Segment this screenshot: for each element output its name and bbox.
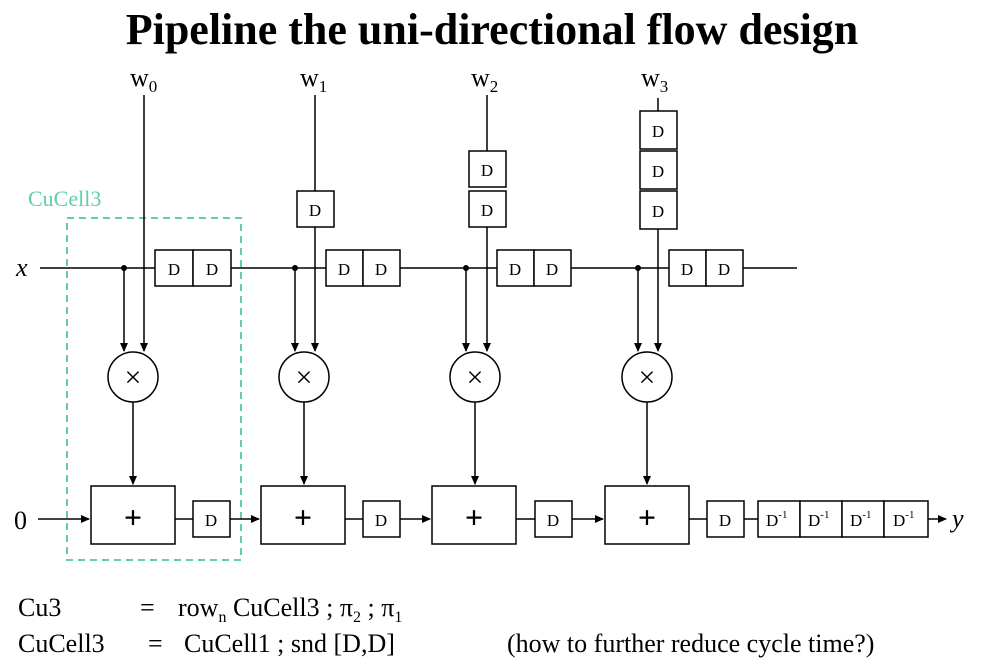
svg-text:D: D bbox=[509, 260, 521, 279]
sum-delay-3-label: D bbox=[719, 511, 731, 530]
svg-text:+: + bbox=[465, 499, 483, 535]
svg-text:D: D bbox=[652, 162, 664, 181]
svg-text:D: D bbox=[481, 201, 493, 220]
weight-3-delays: D D D bbox=[639, 110, 678, 230]
adder-2: + bbox=[431, 485, 517, 545]
eq2-lhs: CuCell3 bbox=[18, 629, 105, 658]
equation-line-1: Cu3 = rown CuCell3 ; π2 ; π1 bbox=[18, 593, 402, 626]
eq2-note: (how to further reduce cycle time?) bbox=[507, 629, 874, 658]
weight-1-delay-label: D bbox=[309, 201, 321, 220]
svg-text:D: D bbox=[168, 260, 180, 279]
svg-text:×: × bbox=[125, 361, 142, 394]
x-delay-pair-2: D D bbox=[496, 249, 572, 287]
equation-line-2: CuCell3 = CuCell1 ; snd [D,D] (how to fu… bbox=[18, 629, 874, 658]
weight-2-delays: D D bbox=[468, 150, 507, 228]
svg-text:D: D bbox=[652, 122, 664, 141]
svg-text:+: + bbox=[124, 499, 142, 535]
svg-text:D: D bbox=[375, 260, 387, 279]
svg-text:D-1: D-1 bbox=[808, 509, 829, 530]
svg-text:×: × bbox=[296, 361, 313, 394]
weight-1-delay bbox=[296, 190, 335, 228]
x-delay-pair-1: D D bbox=[325, 249, 401, 287]
eq1-lhs: Cu3 bbox=[18, 593, 61, 622]
x-delay-pair-3: D D bbox=[668, 249, 744, 287]
eq1-rhs: rown CuCell3 ; π2 ; π1 bbox=[178, 593, 402, 626]
x-delay-pair-0: D D bbox=[154, 249, 232, 287]
cucell3-boundary bbox=[66, 217, 242, 561]
x-input-label: x bbox=[15, 253, 28, 282]
svg-text:D: D bbox=[718, 260, 730, 279]
eq2-rhs: CuCell1 ; snd [D,D] bbox=[184, 629, 395, 658]
svg-text:D: D bbox=[206, 260, 218, 279]
sum-delay-2 bbox=[534, 500, 573, 538]
weight-label-w0: w0 bbox=[130, 63, 157, 96]
multiplier-0: × bbox=[107, 351, 159, 403]
weight-label-w1: w1 bbox=[300, 63, 327, 96]
sum-delay-1-label: D bbox=[375, 511, 387, 530]
weight-label-w3: w3 bbox=[641, 63, 668, 96]
zero-input-label: 0 bbox=[14, 506, 27, 535]
svg-text:×: × bbox=[467, 361, 484, 394]
page-title: Pipeline the uni-directional flow design bbox=[126, 5, 859, 54]
svg-text:D: D bbox=[481, 161, 493, 180]
weight-label-w2: w2 bbox=[471, 63, 498, 96]
svg-text:+: + bbox=[638, 499, 656, 535]
multiplier-2: × bbox=[449, 351, 501, 403]
svg-text:D: D bbox=[546, 260, 558, 279]
multiplier-1: × bbox=[278, 351, 330, 403]
svg-text:+: + bbox=[294, 499, 312, 535]
y-output-label: y bbox=[949, 504, 964, 533]
svg-text:D: D bbox=[681, 260, 693, 279]
multiplier-3: × bbox=[621, 351, 673, 403]
svg-text:D: D bbox=[338, 260, 350, 279]
adder-0: + bbox=[90, 485, 176, 545]
adder-3: + bbox=[604, 485, 690, 545]
svg-text:D: D bbox=[652, 202, 664, 221]
sum-delay-0-label: D bbox=[205, 511, 217, 530]
svg-text:D-1: D-1 bbox=[766, 509, 787, 530]
inverse-delay-chain: D-1 D-1 D-1 D-1 bbox=[757, 500, 929, 538]
cucell3-label: CuCell3 bbox=[28, 186, 101, 211]
eq1-equals: = bbox=[140, 593, 155, 622]
eq2-equals: = bbox=[148, 629, 163, 658]
svg-text:D-1: D-1 bbox=[850, 509, 871, 530]
sum-delay-2-label: D bbox=[547, 511, 559, 530]
adder-1: + bbox=[260, 485, 346, 545]
svg-text:×: × bbox=[639, 361, 656, 394]
sum-delay-0 bbox=[192, 500, 231, 538]
svg-text:D-1: D-1 bbox=[893, 509, 914, 530]
